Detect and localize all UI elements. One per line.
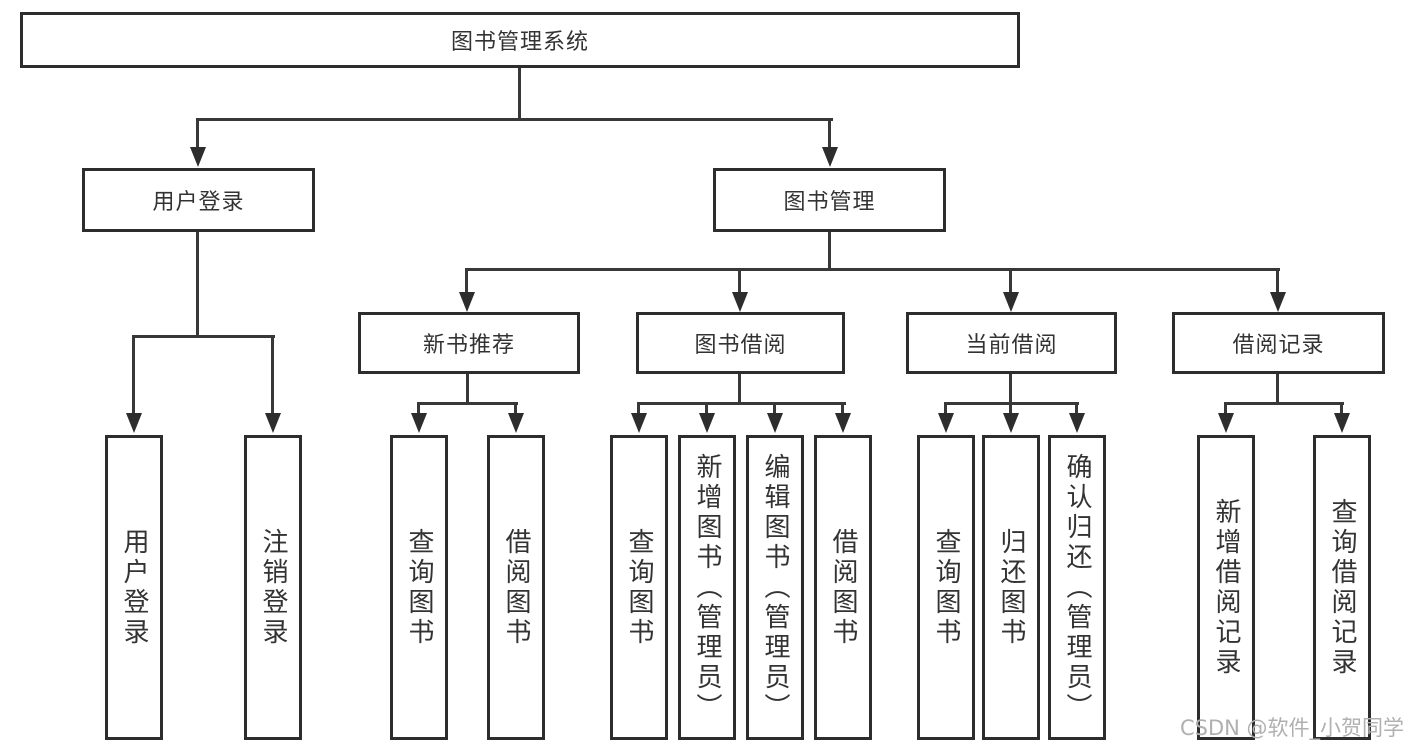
leaf-edit-book-admin: 编辑图书（管理员） xyxy=(746,435,804,740)
node-user-login: 用户登录 xyxy=(82,168,315,232)
connector-line xyxy=(196,118,833,121)
leaf-query-books-recommend: 查询图书 xyxy=(390,435,448,740)
arrow-down-icon xyxy=(1218,413,1234,433)
connector-line xyxy=(1224,402,1344,405)
leaf-borrow-books-recommend: 借阅图书 xyxy=(487,435,545,740)
connector-line xyxy=(705,402,708,416)
arrow-down-icon xyxy=(631,413,647,433)
arrow-down-icon xyxy=(411,413,427,433)
arrow-down-icon xyxy=(822,147,838,167)
node-current-borrow: 当前借阅 xyxy=(906,312,1117,374)
arrow-down-icon xyxy=(1069,413,1085,433)
arrow-down-icon xyxy=(699,413,715,433)
connector-line xyxy=(828,230,831,271)
watermark: CSDN @软件_小贺同学 xyxy=(1180,716,1405,740)
connector-line xyxy=(196,118,199,151)
connector-line xyxy=(417,402,420,416)
node-borrow-records: 借阅记录 xyxy=(1172,312,1385,374)
arrow-down-icon xyxy=(938,413,954,433)
connector-line xyxy=(773,402,776,416)
connector-line xyxy=(1224,402,1227,416)
node-book-borrow: 图书借阅 xyxy=(636,312,845,374)
arrow-down-icon xyxy=(767,413,783,433)
connector-line xyxy=(1009,402,1012,416)
arrow-down-icon xyxy=(190,147,206,167)
arrow-down-icon xyxy=(265,413,281,433)
connector-line xyxy=(466,371,469,405)
connector-line xyxy=(841,402,844,416)
leaf-logout: 注销登录 xyxy=(244,435,302,740)
arrow-down-icon xyxy=(459,292,475,312)
connector-line xyxy=(1276,268,1279,295)
connector-line xyxy=(738,268,741,295)
node-new-book-recommend: 新书推荐 xyxy=(358,312,580,374)
leaf-query-borrow-record: 查询借阅记录 xyxy=(1313,435,1371,740)
node-library-system: 图书管理系统 xyxy=(20,12,1020,68)
connector-line xyxy=(1340,402,1343,416)
leaf-confirm-return-admin: 确认归还（管理员） xyxy=(1048,435,1106,740)
connector-line xyxy=(637,402,640,416)
arrow-down-icon xyxy=(508,413,524,433)
leaf-borrow-books-borrow: 借阅图书 xyxy=(814,435,872,740)
connector-line xyxy=(132,335,135,417)
connector-line xyxy=(465,268,468,295)
leaf-query-books-borrow: 查询图书 xyxy=(610,435,668,740)
arrow-down-icon xyxy=(126,413,142,433)
arrow-down-icon xyxy=(1334,413,1350,433)
leaf-add-borrow-record: 新增借阅记录 xyxy=(1197,435,1255,740)
connector-line xyxy=(465,268,1280,271)
leaf-return-book: 归还图书 xyxy=(982,435,1040,740)
arrow-down-icon xyxy=(1003,413,1019,433)
connector-line xyxy=(417,402,518,405)
connector-line xyxy=(1009,268,1012,295)
connector-line xyxy=(514,402,517,416)
connector-line xyxy=(1276,371,1279,405)
arrow-down-icon xyxy=(1003,292,1019,312)
leaf-user-login: 用户登录 xyxy=(105,435,163,740)
node-book-management: 图书管理 xyxy=(713,168,946,232)
connector-line xyxy=(518,66,521,121)
connector-line xyxy=(132,335,275,338)
connector-line xyxy=(828,118,831,151)
connector-line xyxy=(738,371,741,405)
arrow-down-icon xyxy=(1270,292,1286,312)
leaf-add-book-admin: 新增图书（管理员） xyxy=(678,435,736,740)
arrow-down-icon xyxy=(732,292,748,312)
connector-line xyxy=(196,230,199,338)
connector-line xyxy=(271,335,274,417)
arrow-down-icon xyxy=(835,413,851,433)
leaf-query-books-current: 查询图书 xyxy=(917,435,975,740)
connector-line xyxy=(637,402,846,405)
connector-line xyxy=(944,402,947,416)
connector-line xyxy=(1009,371,1012,405)
connector-line xyxy=(1075,402,1078,416)
